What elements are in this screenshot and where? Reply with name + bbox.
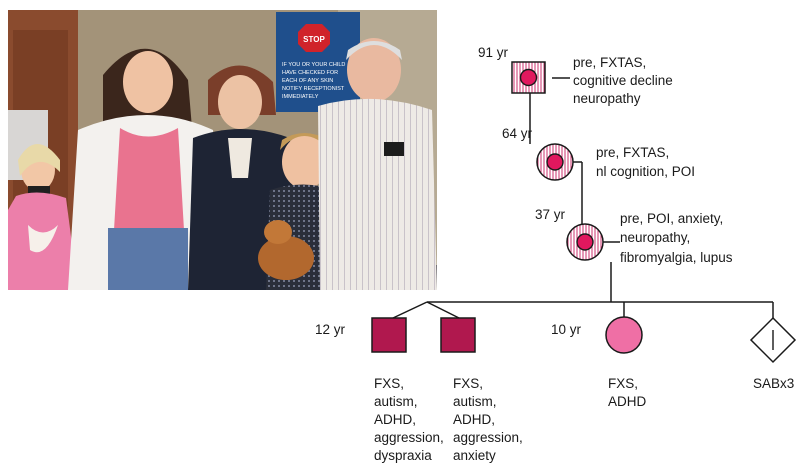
twin1-label-line: aggression, <box>374 430 444 445</box>
twin2-label-line: FXS, <box>453 376 483 391</box>
gen2-label-line: pre, FXTAS, <box>596 145 669 160</box>
gen3-carrier-female-symbol <box>566 223 604 261</box>
twin2-affected-male-symbol <box>440 317 476 353</box>
gen3-label-line: neuropathy, <box>620 230 690 245</box>
gen2-carrier-female-symbol <box>536 143 574 181</box>
twin-age: 12 yr <box>315 322 346 337</box>
gen3-label-line: pre, POI, anxiety, <box>620 211 723 226</box>
gen1-label-line: neuropathy <box>573 91 641 106</box>
gen3-age: 37 yr <box>535 207 566 222</box>
daughter-label-line: ADHD <box>608 394 647 409</box>
gen1-label-line: pre, FXTAS, <box>573 55 646 70</box>
sign-lines: IF YOU OR YOUR CHILD HAVE CHECKED FOR EACH… <box>282 62 345 100</box>
gen1-label: pre, FXTAS, cognitive decline neuropathy <box>573 55 673 106</box>
twin2-label-line: autism, <box>453 394 497 409</box>
photo-person-grandfather <box>318 38 437 290</box>
sign-line: IMMEDIATELY <box>282 94 319 100</box>
twin2-label-line: ADHD, <box>453 412 495 427</box>
photo-sign: STOP IF YOU OR YOUR CHILD HAVE CHECKED FO… <box>276 12 360 112</box>
twin2-label-line: aggression, <box>453 430 523 445</box>
sign-line: IF YOU OR YOUR CHILD <box>282 62 345 68</box>
twin-line-right <box>426 301 460 319</box>
twin1-label-line: FXS, <box>374 376 404 391</box>
twin1-affected-male-symbol <box>371 317 407 353</box>
gen3-label: pre, POI, anxiety, neuropathy, fibromyal… <box>620 211 733 265</box>
gen2-label: pre, FXTAS, nl cognition, POI <box>596 145 695 179</box>
sign-stop-text: STOP <box>303 35 325 44</box>
daughter-label: FXS, ADHD <box>608 376 647 409</box>
twin2-label-line: anxiety <box>453 448 496 463</box>
gen2-age: 64 yr <box>502 126 533 141</box>
pedigree-lines <box>392 77 774 319</box>
sign-line: NOTIFY RECEPTIONIST <box>282 86 345 92</box>
daughter-age: 10 yr <box>551 322 582 337</box>
photo-person-mother <box>68 48 223 290</box>
twin1-label: FXS, autism, ADHD, aggression, dyspraxia <box>374 376 444 463</box>
twin2-label: FXS, autism, ADHD, aggression, anxiety <box>453 376 523 463</box>
twin1-label-line: dyspraxia <box>374 448 432 463</box>
twin1-label-line: ADHD, <box>374 412 416 427</box>
gen1-age: 91 yr <box>478 45 509 60</box>
gen1-carrier-male-symbol <box>511 61 546 94</box>
sab-diamond-symbol <box>749 316 797 364</box>
gen1-label-line: cognitive decline <box>573 73 673 88</box>
gen3-label-line: fibromyalgia, lupus <box>620 250 733 265</box>
sign-line: EACH OF ANY SKIN <box>282 78 333 84</box>
gen2-label-line: nl cognition, POI <box>596 164 695 179</box>
daughter-affected-female-symbol <box>605 316 643 354</box>
family-photo: STOP IF YOU OR YOUR CHILD HAVE CHECKED FO… <box>8 10 437 290</box>
daughter-label-line: FXS, <box>608 376 638 391</box>
sign-line: HAVE CHECKED FOR <box>282 70 338 76</box>
twin-line-left <box>392 301 428 319</box>
sab-label: SABx3 <box>753 376 794 391</box>
photo-person-girl <box>8 144 106 290</box>
twin1-label-line: autism, <box>374 394 418 409</box>
